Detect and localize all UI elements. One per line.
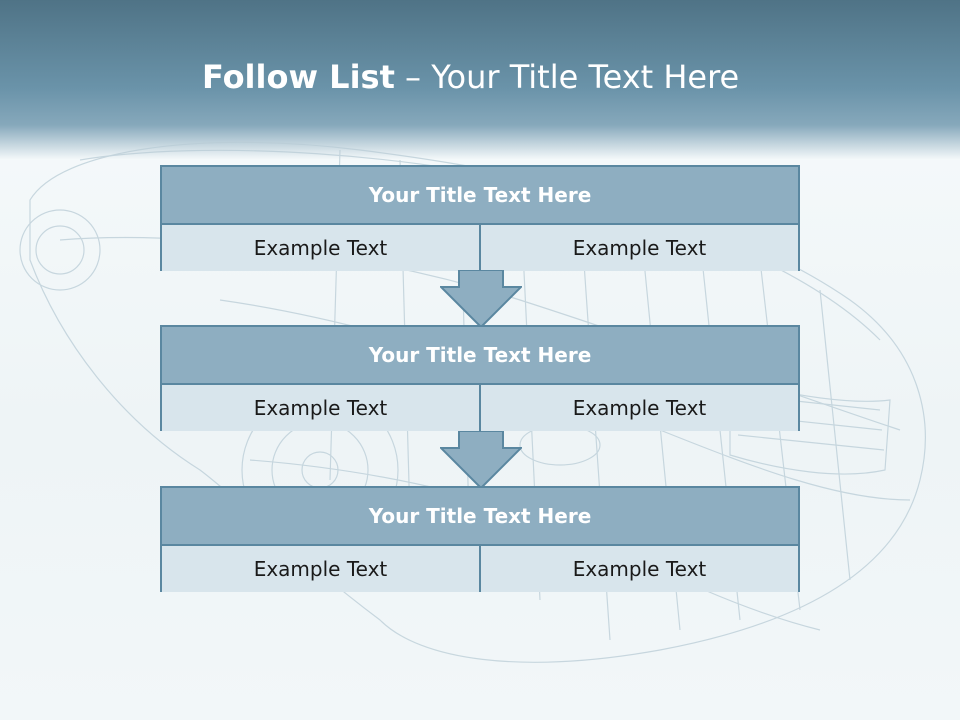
header-band bbox=[0, 0, 960, 160]
down-arrow-icon bbox=[440, 270, 522, 328]
block-cell-right: Example Text bbox=[479, 546, 798, 592]
block-cell-left: Example Text bbox=[162, 546, 479, 592]
block-title: Your Title Text Here bbox=[162, 327, 798, 385]
slide-title-rest: – Your Title Text Here bbox=[394, 58, 740, 96]
list-block-2: Your Title Text Here Example Text Exampl… bbox=[160, 325, 800, 431]
block-title: Your Title Text Here bbox=[162, 167, 798, 225]
block-row: Example Text Example Text bbox=[162, 546, 798, 592]
down-arrow-icon bbox=[440, 431, 522, 489]
block-title: Your Title Text Here bbox=[162, 488, 798, 546]
block-cell-right: Example Text bbox=[479, 225, 798, 271]
slide-title: Follow List – Your Title Text Here bbox=[202, 54, 902, 100]
block-row: Example Text Example Text bbox=[162, 385, 798, 431]
block-cell-right: Example Text bbox=[479, 385, 798, 431]
block-cell-left: Example Text bbox=[162, 385, 479, 431]
slide-title-bold: Follow List bbox=[202, 58, 395, 96]
list-block-3: Your Title Text Here Example Text Exampl… bbox=[160, 486, 800, 592]
list-block-1: Your Title Text Here Example Text Exampl… bbox=[160, 165, 800, 271]
block-row: Example Text Example Text bbox=[162, 225, 798, 271]
block-cell-left: Example Text bbox=[162, 225, 479, 271]
